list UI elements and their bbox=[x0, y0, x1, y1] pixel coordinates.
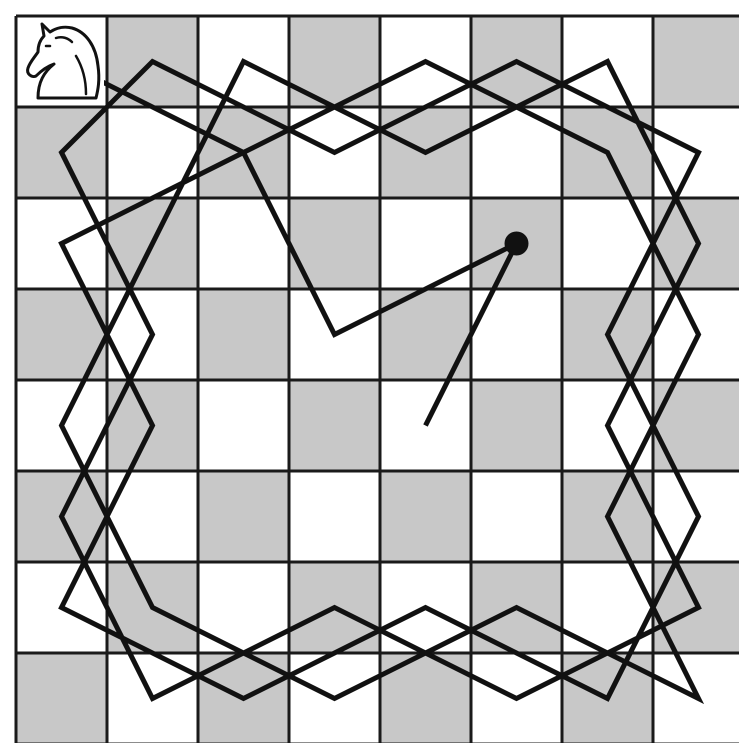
board-square-4-7 bbox=[653, 380, 739, 471]
board-square-4-3 bbox=[289, 380, 380, 471]
tour-end-dot bbox=[505, 232, 529, 256]
board-square-7-0 bbox=[16, 653, 107, 743]
knight-icon bbox=[19, 19, 104, 104]
board-square-5-2 bbox=[198, 471, 289, 562]
board-square-5-3 bbox=[289, 471, 380, 562]
board-square-4-2 bbox=[198, 380, 289, 471]
board-square-5-4 bbox=[380, 471, 471, 562]
board-square-0-7 bbox=[653, 16, 739, 107]
board-square-3-2 bbox=[198, 289, 289, 380]
board-square-5-5 bbox=[471, 471, 562, 562]
board-square-4-5 bbox=[471, 380, 562, 471]
